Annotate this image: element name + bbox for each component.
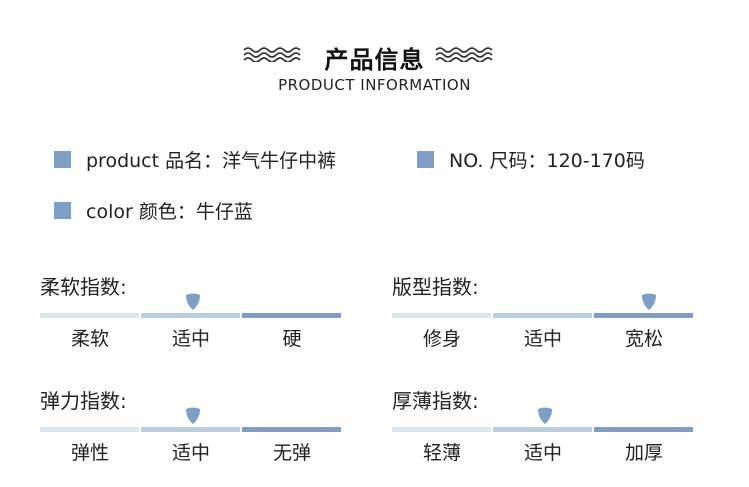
wave-decoration-left-icon — [243, 47, 301, 62]
fit-label: 版型指数: — [392, 275, 479, 299]
fit-segment-3 — [594, 313, 693, 318]
softness-segment-1 — [40, 313, 139, 318]
page-subtitle: PRODUCT INFORMATION — [278, 76, 471, 94]
fit-option: 宽松 — [624, 328, 663, 350]
thickness-marker-icon — [538, 407, 552, 424]
size-text: NO. 尺码：120-170码 — [449, 150, 645, 172]
thickness-option: 加厚 — [624, 442, 663, 464]
elasticity-option: 无弹 — [272, 442, 311, 464]
thickness-option: 轻薄 — [422, 442, 461, 464]
product-name-text: product 品名：洋气牛仔中裤 — [86, 150, 337, 172]
thickness-segment-2 — [493, 427, 592, 432]
fit-segment-2 — [493, 313, 592, 318]
elasticity-marker-icon — [186, 407, 200, 424]
wave-decoration-right-icon — [435, 47, 493, 62]
softness-option: 柔软 — [70, 328, 109, 350]
softness-marker-icon — [186, 293, 200, 310]
softness-segment-3 — [242, 313, 341, 318]
elasticity-option: 弹性 — [70, 442, 109, 464]
elasticity-segment-1 — [40, 427, 139, 432]
softness-option: 硬 — [282, 328, 302, 350]
fit-marker-icon — [642, 293, 656, 310]
thickness-segment-3 — [594, 427, 693, 432]
fit-option: 适中 — [523, 328, 562, 350]
softness-segment-2 — [141, 313, 240, 318]
bullet-square-icon — [417, 151, 434, 168]
elasticity-segment-2 — [141, 427, 240, 432]
thickness-segment-1 — [392, 427, 491, 432]
fit-option: 修身 — [422, 328, 461, 350]
page-title: 产品信息 — [324, 46, 425, 74]
color-text: color 颜色：牛仔蓝 — [86, 201, 253, 223]
thickness-label: 厚薄指数: — [392, 389, 479, 413]
elasticity-segment-3 — [242, 427, 341, 432]
softness-option: 适中 — [171, 328, 210, 350]
elasticity-label: 弹力指数: — [40, 389, 127, 413]
thickness-option: 适中 — [523, 442, 562, 464]
softness-label: 柔软指数: — [40, 275, 127, 299]
fit-segment-1 — [392, 313, 491, 318]
bullet-square-icon — [54, 151, 71, 168]
bullet-square-icon — [54, 202, 71, 219]
elasticity-option: 适中 — [171, 442, 210, 464]
